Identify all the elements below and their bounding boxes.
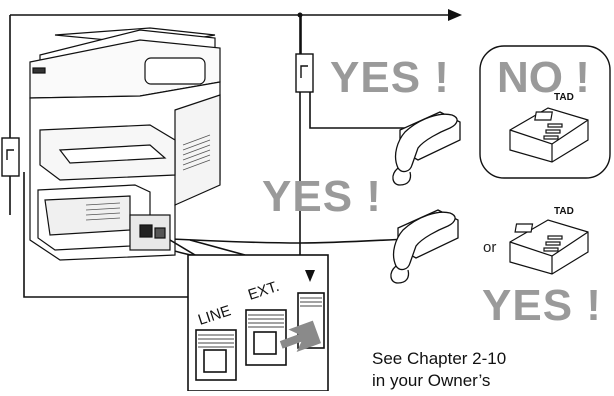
tad-top — [509, 107, 589, 163]
reference-note-line2: in your Owner’s — [372, 371, 491, 390]
left-bottom-line — [23, 15, 301, 298]
wall-jack-left — [1, 137, 20, 177]
jack-callout — [169, 239, 329, 392]
jack-mid-cord — [309, 80, 440, 129]
or-label: or — [483, 239, 497, 256]
fax-machine — [29, 27, 221, 261]
telephone-top — [392, 111, 461, 186]
line-junction — [297, 12, 303, 18]
wall-jack-middle — [295, 53, 314, 93]
ext-pointer-arrow — [279, 320, 322, 353]
yes-label-bottom: YES ! — [482, 281, 602, 330]
yes-label-top: YES ! — [330, 53, 450, 102]
tad-bottom — [509, 219, 589, 275]
top-arrow-head — [448, 9, 462, 21]
telephone-bottom — [390, 209, 459, 284]
no-label: NO ! — [497, 53, 590, 102]
no-frame — [479, 45, 611, 179]
tad-bottom-label: TAD — [554, 206, 574, 217]
yes-label-middle: YES ! — [262, 172, 382, 221]
reference-note-line1: See Chapter 2-10 — [372, 349, 507, 368]
tad-top-label: TAD — [554, 92, 574, 103]
